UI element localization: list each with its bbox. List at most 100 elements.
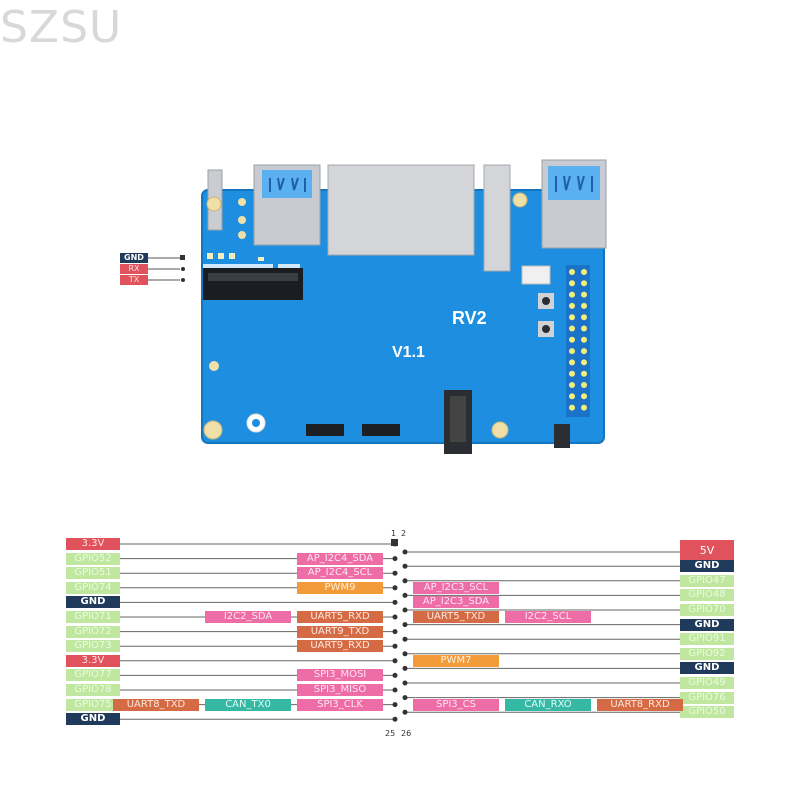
mount-hole-br	[491, 421, 509, 439]
ethernet-port	[327, 164, 475, 256]
left-pin-label: GPIO74	[66, 581, 120, 594]
header-pin	[581, 336, 587, 343]
left-pin-label: GPIO78	[66, 684, 120, 696]
left-function-label: SPI3_MISO	[297, 684, 383, 696]
header-pin-odd	[392, 585, 398, 591]
header-pin-odd	[392, 702, 398, 708]
right-pin-label: GPIO47	[680, 574, 734, 587]
header-pin-even	[402, 695, 408, 701]
header-pin	[569, 291, 575, 298]
header-pin-even	[402, 636, 408, 642]
left-pin-label: GPIO73	[66, 640, 120, 653]
fpc-connector-1	[306, 424, 344, 436]
header-pin	[569, 359, 575, 366]
header-pin	[569, 269, 575, 275]
left-pin-label: GPIO77	[66, 669, 120, 682]
left-pin-label: GPIO71	[66, 611, 120, 623]
left-pin-label: 3.3V	[66, 538, 120, 550]
pin1-marker	[391, 539, 398, 546]
uart-rx-label: RX	[120, 264, 148, 274]
mount-hole-tr	[512, 192, 528, 208]
right-function-label: AP_I2C3_SDA	[413, 596, 499, 609]
header-pin-even	[402, 651, 408, 657]
pin-number-1: 1	[391, 529, 397, 538]
header-pin	[581, 325, 587, 332]
header-pin-even	[402, 622, 408, 628]
pin-number-25: 25	[385, 729, 396, 738]
right-function-label: CAN_RXO	[505, 698, 591, 711]
header-pin	[569, 348, 575, 355]
right-pin-label: 5V	[680, 540, 734, 562]
header-pin	[581, 302, 587, 309]
right-pin-label: GPIO91	[680, 633, 734, 646]
left-function-label: SPI3_MOSI	[297, 669, 383, 682]
left-function-label: PWM9	[297, 581, 383, 594]
left-function-label: I2C2_SDA	[205, 611, 291, 623]
header-pin-odd	[392, 672, 398, 678]
right-pin-label: GPIO92	[680, 647, 734, 660]
board-version: V1.1	[392, 344, 425, 361]
header-pin-odd	[392, 687, 398, 693]
header-pin	[581, 382, 587, 388]
header-pin	[581, 404, 587, 411]
left-pin-label: GPIO72	[66, 625, 120, 638]
header-pin	[581, 314, 587, 321]
right-pin-label: GND	[680, 618, 734, 631]
header-pin	[569, 382, 575, 388]
header-pin	[569, 280, 575, 287]
uart-gnd-label: GND	[120, 253, 148, 263]
left-function-label: UART8_TXD	[113, 698, 199, 711]
header-pin-even	[402, 665, 408, 671]
header-pin-even	[402, 680, 408, 686]
header-pin	[569, 393, 575, 400]
header-pin-even	[402, 607, 408, 613]
hdmi-port	[483, 164, 511, 272]
right-function-label: PWM7	[413, 654, 499, 667]
header-pin	[569, 302, 575, 309]
header-pin-odd	[392, 643, 398, 649]
header-pin	[581, 393, 587, 400]
pin-number-2: 2	[401, 529, 407, 538]
header-pin-odd	[392, 570, 398, 576]
m2-slot	[203, 268, 303, 300]
uart-tx-label: TX	[120, 275, 148, 285]
left-pin-label: GND	[66, 713, 120, 726]
header-pin-odd	[392, 614, 398, 620]
mount-hole-bl	[203, 420, 223, 440]
right-function-label: UART5_TXD	[413, 611, 499, 623]
header-pin-even	[402, 578, 408, 584]
right-pin-label: GPIO76	[680, 691, 734, 704]
mount-hole-tl	[206, 196, 222, 212]
power-connector	[554, 424, 570, 448]
header-pin-odd	[392, 658, 398, 664]
header-pin-odd	[392, 599, 398, 605]
right-function-label: I2C2_SCL	[505, 611, 591, 623]
header-pin	[569, 325, 575, 332]
left-pin-label: GPIO75	[66, 698, 120, 711]
right-pin-label: GND	[680, 560, 734, 573]
right-pin-label: GPIO48	[680, 589, 734, 602]
header-pin-even	[402, 549, 408, 555]
left-pin-label: 3.3V	[66, 654, 120, 667]
header-pin-odd	[392, 556, 398, 562]
header-pin	[581, 348, 587, 355]
watermark: SZSU	[0, 2, 123, 53]
left-pin-label: GPIO52	[66, 552, 120, 565]
left-pin-label: GPIO51	[66, 567, 120, 580]
left-function-label: AP_I2C4_SDA	[297, 552, 383, 565]
header-pin-odd	[392, 716, 398, 722]
left-function-label: UART9_TXD	[297, 625, 383, 638]
left-function-label: UART9_RXD	[297, 640, 383, 653]
right-function-label: UART8_RXD	[597, 698, 683, 711]
right-pin-label: GPIO50	[680, 706, 734, 719]
right-function-label: SPI3_CS	[413, 698, 499, 711]
right-pin-label: GPIO70	[680, 604, 734, 616]
usb-port-left	[253, 164, 321, 246]
fpc-connector-2	[362, 424, 400, 436]
usb-port-right	[541, 159, 607, 249]
right-function-label: AP_I2C3_SCL	[413, 581, 499, 594]
header-pin	[581, 269, 587, 275]
right-pin-label: GND	[680, 662, 734, 675]
header-pin	[569, 370, 575, 377]
